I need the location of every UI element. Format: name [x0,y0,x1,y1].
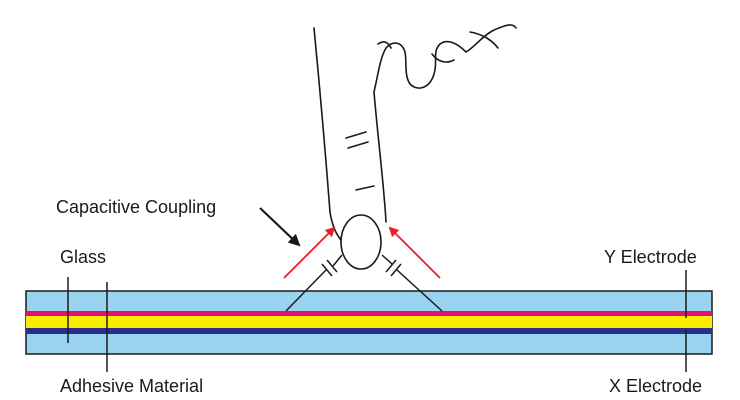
capacitor-left [285,254,343,312]
capacitor-right [381,254,443,312]
fingertip-contact [340,214,382,270]
capacitive-coupling-label: Capacitive Coupling [56,197,217,217]
finger-right-edge [373,91,387,223]
knuckle-line [377,41,392,49]
glass-label: Glass [60,247,107,267]
red-arrow-right [388,226,441,279]
adhesive-material-label: Adhesive Material [60,376,204,396]
hand-crease-1 [431,53,455,63]
black-arrow [259,207,301,247]
wrinkle-1 [345,131,367,139]
touch-panel-stack [25,290,713,355]
y-electrode-layer [26,311,712,316]
x-electrode-label: X Electrode [609,376,703,396]
hand-crease-2 [469,31,499,49]
x-electrode-layer [26,328,712,334]
red-arrow-left [283,226,336,279]
y-electrode-label: Y Electrode [604,247,697,267]
hand-outline [373,24,517,93]
adhesive-layer [26,316,712,328]
nail-line [355,185,375,191]
wrinkle-2 [347,141,369,149]
finger-illustration [313,24,517,270]
finger-left-edge [313,27,342,241]
